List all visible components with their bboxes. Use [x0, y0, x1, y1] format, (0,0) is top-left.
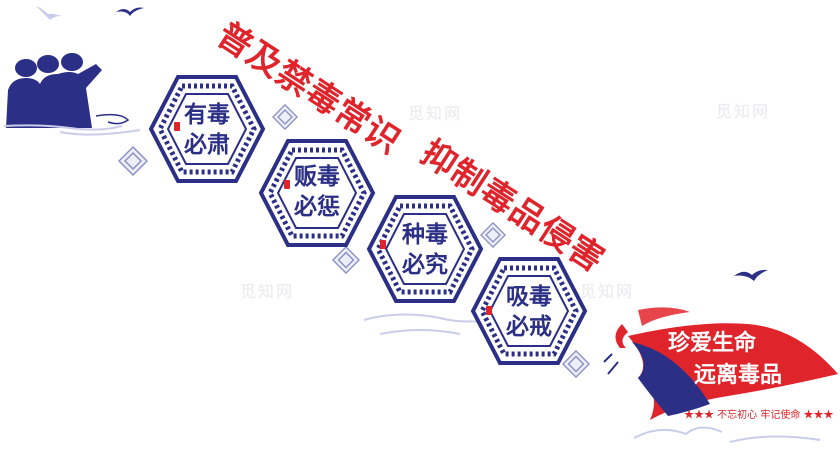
- watermark-text: 觅知网: [240, 282, 295, 301]
- hexagon-1-line-2: 必肃: [184, 132, 230, 158]
- hexagon-badge-2: [258, 139, 376, 247]
- hexagon-3-line-2: 必究: [402, 252, 448, 278]
- diamond-ornament: [332, 246, 360, 274]
- hexagon-3-line-1: 种毒: [402, 222, 448, 248]
- watermark-text: 觅知网: [408, 104, 463, 123]
- banner-line-1: 珍爱生命: [668, 331, 757, 356]
- hexagon-text-3: 种毒 必究: [370, 220, 480, 280]
- hexagon-4-line-2: 必戒: [506, 314, 552, 340]
- hexagon-text-2: 贩毒 必惩: [262, 162, 372, 222]
- red-seal-icon: [174, 122, 180, 131]
- hexagon-4-line-1: 吸毒: [506, 284, 552, 310]
- hexagon-2-line-2: 必惩: [294, 194, 340, 220]
- saluting-soldiers-silhouette: [3, 53, 141, 136]
- hexagon-text-1: 有毒 必肃: [152, 100, 262, 160]
- diamond-ornament: [118, 146, 148, 176]
- diamond-ornament: [480, 222, 506, 248]
- watermark-text: 觅知网: [716, 102, 771, 121]
- red-seal-icon: [486, 306, 492, 315]
- diamond-ornament: [272, 104, 298, 130]
- hexagon-badge-1: [148, 75, 266, 183]
- red-seal-icon: [380, 240, 386, 249]
- hexagon-1-line-1: 有毒: [184, 102, 230, 128]
- watermark-text: 觅知网: [580, 282, 635, 301]
- red-flag-banner: [603, 307, 838, 420]
- flying-birds-top: [36, 6, 144, 20]
- hexagon-badge-4: [470, 257, 588, 365]
- hexagon-badge-3: [366, 195, 484, 303]
- red-seal-icon: [284, 180, 290, 189]
- flying-bird-right: [734, 269, 768, 281]
- diamond-ornament: [562, 350, 590, 378]
- banner-line-2: 远离毒品: [694, 363, 783, 388]
- hexagon-2-line-1: 贩毒: [294, 164, 340, 190]
- motto-text: ★★★ 不忘初心 牢记使命 ★★★: [684, 410, 834, 421]
- hexagon-text-4: 吸毒 必戒: [474, 282, 584, 342]
- cloud-lines: [633, 426, 821, 443]
